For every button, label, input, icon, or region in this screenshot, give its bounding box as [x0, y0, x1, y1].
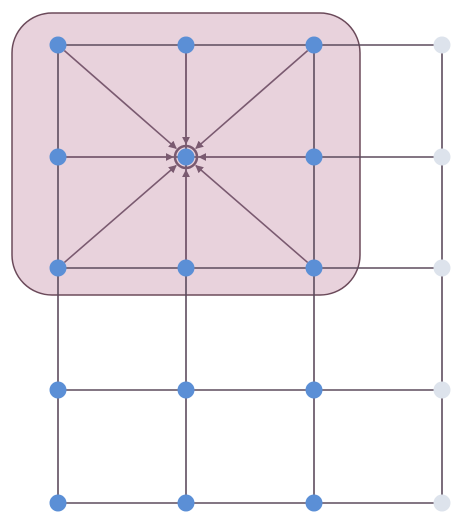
grid-nodes	[49, 36, 451, 512]
grid-node	[49, 259, 67, 277]
aggregation-arrow	[63, 164, 177, 264]
grid-node	[177, 36, 195, 54]
grid-node	[49, 494, 67, 512]
aggregation-arrow	[63, 49, 177, 150]
faded-node	[433, 148, 451, 166]
grid-node	[177, 381, 195, 399]
faded-node	[433, 259, 451, 277]
grid-node	[49, 148, 67, 166]
faded-node	[433, 494, 451, 512]
grid-node	[49, 381, 67, 399]
grid-node	[305, 494, 323, 512]
aggregation-arrows	[63, 49, 309, 264]
grid-node	[305, 259, 323, 277]
grid-node	[49, 36, 67, 54]
faded-node	[433, 36, 451, 54]
aggregation-arrow	[195, 49, 309, 150]
grid-node	[177, 494, 195, 512]
grid-node	[177, 259, 195, 277]
center-node-ring	[173, 144, 199, 170]
grid-node	[305, 148, 323, 166]
grid-node	[305, 36, 323, 54]
faded-node	[433, 381, 451, 399]
center-node	[177, 148, 195, 166]
grid-node	[305, 381, 323, 399]
aggregation-arrow	[195, 164, 309, 264]
